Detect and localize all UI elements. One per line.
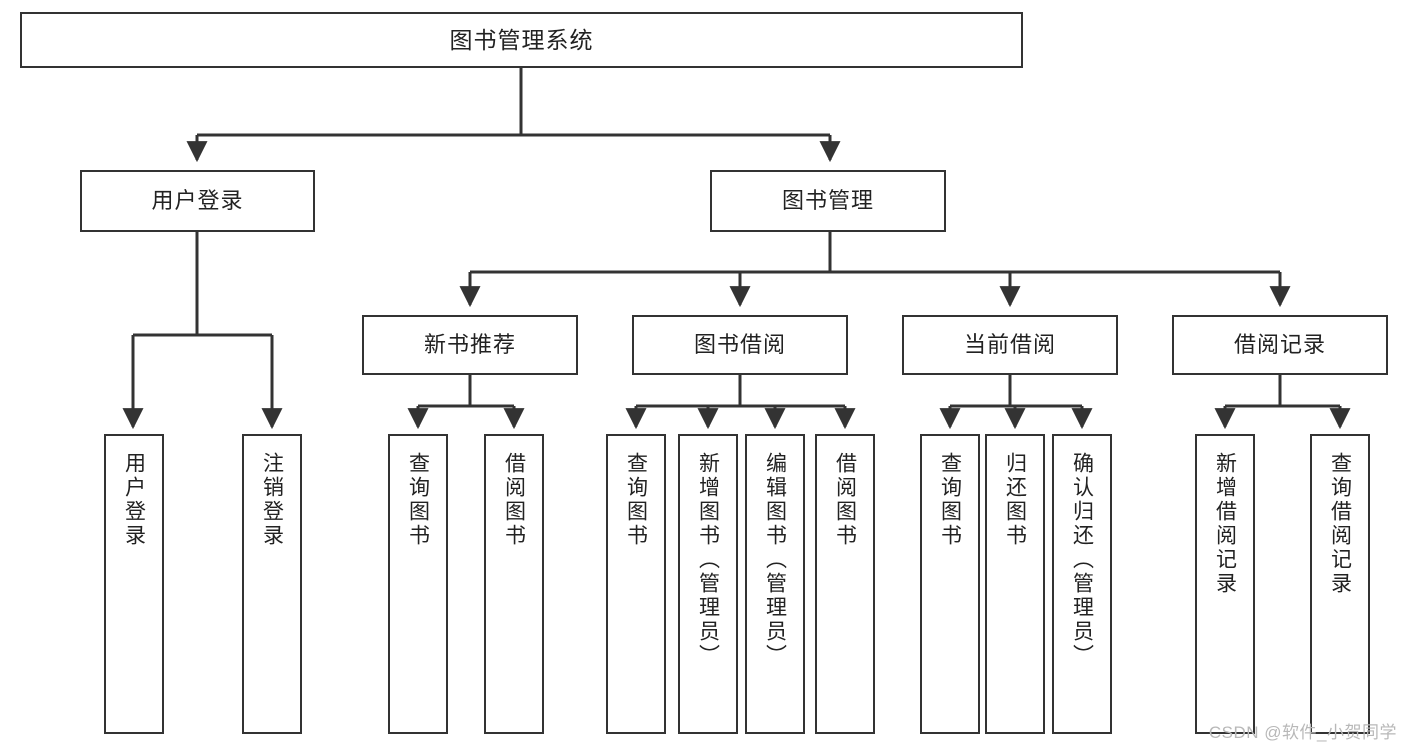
node-label: 图书借阅	[693, 332, 786, 358]
node-current-borrow[interactable]: 当前借阅	[902, 315, 1118, 375]
node-label: 归还图书	[1003, 452, 1027, 548]
leaf-book-borrow-add-book-admin[interactable]: 新增图书（管理员）	[678, 434, 738, 734]
leaf-user-login-login[interactable]: 用户登录	[104, 434, 164, 734]
node-label: 查询借阅记录	[1328, 452, 1352, 596]
node-label: 编辑图书（管理员）	[763, 452, 787, 668]
node-label: 查询图书	[938, 452, 962, 548]
node-label: 图书管理系统	[449, 26, 594, 53]
node-label: 新书推荐	[423, 332, 516, 358]
node-label: 当前借阅	[963, 332, 1056, 358]
node-label: 借阅记录	[1233, 332, 1326, 358]
node-label: 借阅图书	[502, 452, 526, 548]
node-label: 确认归还（管理员）	[1070, 452, 1094, 668]
leaf-current-borrow-confirm-return-admin[interactable]: 确认归还（管理员）	[1052, 434, 1112, 734]
node-label: 用户登录	[151, 188, 244, 214]
leaf-book-borrow-edit-book-admin[interactable]: 编辑图书（管理员）	[745, 434, 805, 734]
leaf-new-book-borrow-book[interactable]: 借阅图书	[484, 434, 544, 734]
watermark: CSDN @软件_小贺同学	[1208, 723, 1397, 742]
node-label: 新增图书（管理员）	[696, 452, 720, 668]
leaf-borrow-record-query-record[interactable]: 查询借阅记录	[1310, 434, 1370, 734]
leaf-borrow-record-add-record[interactable]: 新增借阅记录	[1195, 434, 1255, 734]
leaf-current-borrow-return-book[interactable]: 归还图书	[985, 434, 1045, 734]
node-label: 借阅图书	[833, 452, 857, 548]
leaf-book-borrow-query-book[interactable]: 查询图书	[606, 434, 666, 734]
node-label: 图书管理	[781, 188, 874, 214]
node-label: 查询图书	[406, 452, 430, 548]
leaf-user-login-logout[interactable]: 注销登录	[242, 434, 302, 734]
node-label: 新增借阅记录	[1213, 452, 1237, 596]
node-label: 查询图书	[624, 452, 648, 548]
node-book-management[interactable]: 图书管理	[710, 170, 946, 232]
leaf-new-book-query-book[interactable]: 查询图书	[388, 434, 448, 734]
node-user-login[interactable]: 用户登录	[80, 170, 315, 232]
node-root-book-management-system[interactable]: 图书管理系统	[20, 12, 1023, 68]
leaf-current-borrow-query-book[interactable]: 查询图书	[920, 434, 980, 734]
node-label: 注销登录	[260, 452, 284, 548]
node-borrow-record[interactable]: 借阅记录	[1172, 315, 1388, 375]
node-book-borrow[interactable]: 图书借阅	[632, 315, 848, 375]
node-new-book-recommend[interactable]: 新书推荐	[362, 315, 578, 375]
node-label: 用户登录	[122, 452, 146, 548]
leaf-book-borrow-borrow-book[interactable]: 借阅图书	[815, 434, 875, 734]
